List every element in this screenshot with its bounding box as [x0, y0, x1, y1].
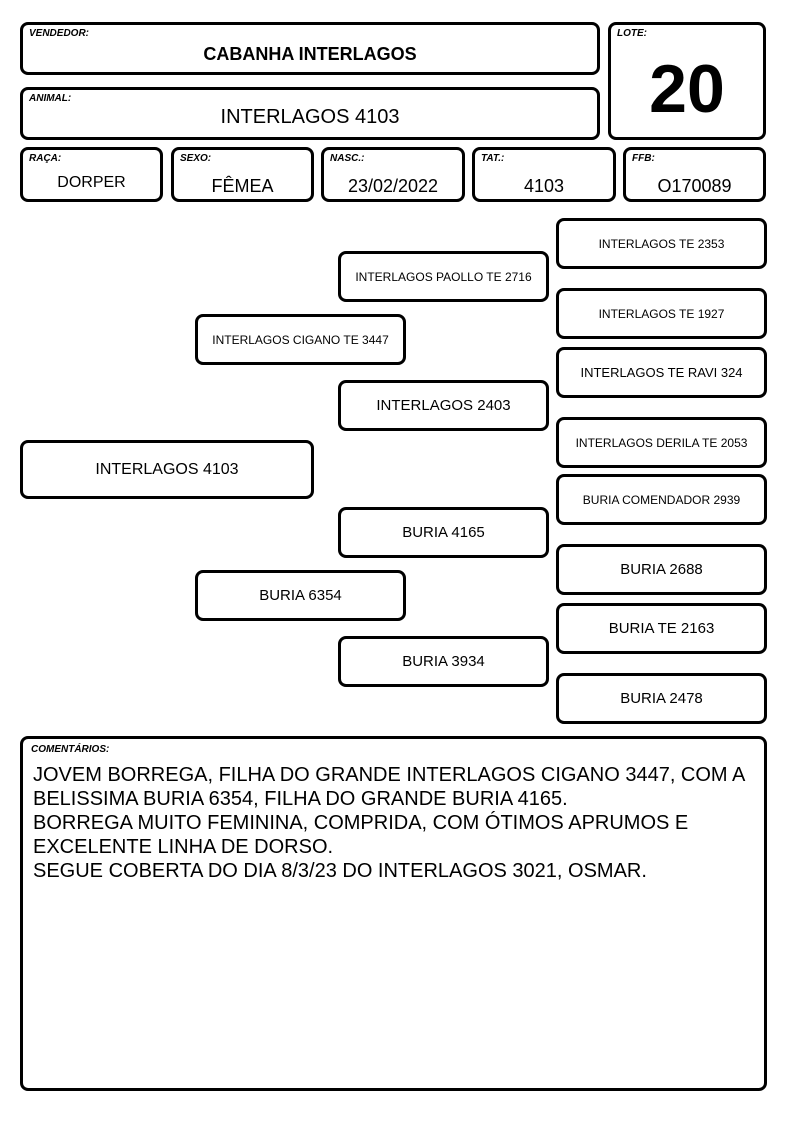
sexo-label: SEXO: — [180, 153, 212, 164]
vendedor-label: VENDEDOR: — [29, 28, 90, 39]
comments-text: JOVEM BORREGA, FILHA DO GRANDE INTERLAGO… — [33, 764, 745, 882]
raca-box: RAÇA: DORPER — [20, 147, 163, 202]
pedigree-ggp-7: BURIA TE 2163 — [556, 603, 767, 654]
pedigree-ggp-1: INTERLAGOS TE 2353 — [556, 218, 767, 269]
tat-box: TAT.: 4103 — [472, 147, 616, 202]
lote-box: LOTE: 20 — [608, 22, 766, 140]
comments-box: COMENTÁRIOS: JOVEM BORREGA, FILHA DO GRA… — [20, 736, 767, 1091]
sexo-value: FÊMEA — [211, 176, 274, 196]
tat-value: 4103 — [523, 176, 565, 196]
vendedor-value: CABANHA INTERLAGOS — [203, 44, 417, 64]
raca-label: RAÇA: — [29, 153, 62, 164]
vendedor-box: VENDEDOR: CABANHA INTERLAGOS — [20, 22, 600, 75]
nasc-value: 23/02/2022 — [347, 176, 439, 196]
pedigree-sire: INTERLAGOS CIGANO TE 3447 — [195, 314, 406, 365]
lote-value: 20 — [649, 51, 725, 127]
nasc-box: NASC.: 23/02/2022 — [321, 147, 465, 202]
raca-value: DORPER — [57, 174, 126, 191]
pedigree-ggp-8: BURIA 2478 — [556, 673, 767, 724]
ffb-box: FFB: O170089 — [623, 147, 766, 202]
tat-label: TAT.: — [481, 153, 505, 164]
pedigree-sire-dam: INTERLAGOS 2403 — [338, 380, 549, 431]
sexo-box: SEXO: FÊMEA — [171, 147, 314, 202]
pedigree-animal: INTERLAGOS 4103 — [20, 440, 314, 499]
animal-box: ANIMAL: INTERLAGOS 4103 — [20, 87, 600, 140]
pedigree-dam: BURIA 6354 — [195, 570, 406, 621]
pedigree-ggp-2: INTERLAGOS TE 1927 — [556, 288, 767, 339]
ffb-label: FFB: — [632, 153, 655, 164]
pedigree-ggp-6: BURIA 2688 — [556, 544, 767, 595]
nasc-label: NASC.: — [330, 153, 365, 164]
comments-label: COMENTÁRIOS: — [31, 744, 110, 755]
pedigree-dam-dam: BURIA 3934 — [338, 636, 549, 687]
lote-label: LOTE: — [617, 28, 647, 39]
pedigree-ggp-5: BURIA COMENDADOR 2939 — [556, 474, 767, 525]
animal-label: ANIMAL: — [29, 93, 72, 104]
pedigree-ggp-4: INTERLAGOS DERILA TE 2053 — [556, 417, 767, 468]
pedigree-dam-sire: BURIA 4165 — [338, 507, 549, 558]
pedigree-sire-sire: INTERLAGOS PAOLLO TE 2716 — [338, 251, 549, 302]
ffb-value: O170089 — [657, 176, 732, 196]
animal-value: INTERLAGOS 4103 — [220, 106, 400, 128]
pedigree-ggp-3: INTERLAGOS TE RAVI 324 — [556, 347, 767, 398]
